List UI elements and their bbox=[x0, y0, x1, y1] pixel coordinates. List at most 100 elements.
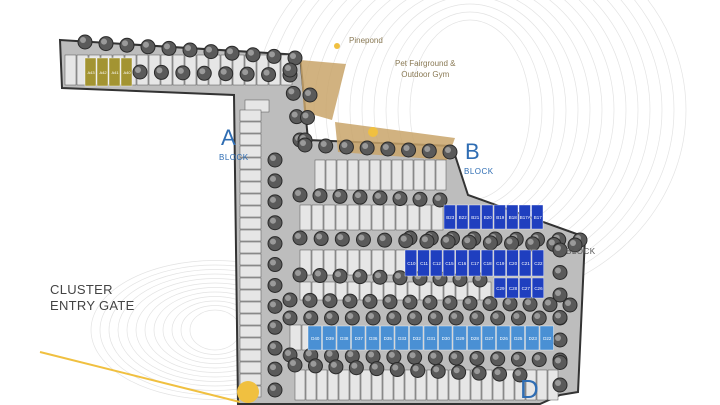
lot[interactable] bbox=[316, 369, 328, 401]
lot-c26[interactable] bbox=[531, 277, 544, 299]
lot-b21[interactable] bbox=[468, 204, 481, 230]
lot[interactable] bbox=[294, 369, 306, 401]
lot[interactable] bbox=[395, 204, 408, 231]
lot[interactable] bbox=[383, 249, 396, 276]
lot-c10[interactable] bbox=[404, 249, 417, 277]
lot[interactable] bbox=[239, 253, 262, 266]
lot-c15[interactable] bbox=[442, 249, 456, 277]
lot-d23[interactable] bbox=[525, 325, 540, 351]
lot[interactable] bbox=[431, 204, 444, 231]
lot-d35[interactable] bbox=[380, 325, 395, 351]
lot-d27[interactable] bbox=[481, 325, 496, 351]
lot-d26[interactable] bbox=[496, 325, 511, 351]
lot[interactable] bbox=[239, 109, 262, 122]
lot-d31[interactable] bbox=[423, 325, 438, 351]
lot-a40[interactable] bbox=[120, 57, 133, 87]
lot[interactable] bbox=[360, 369, 372, 401]
lot-d38[interactable] bbox=[336, 325, 351, 351]
lot[interactable] bbox=[391, 159, 403, 191]
lot-c21[interactable] bbox=[519, 249, 532, 277]
lot[interactable] bbox=[419, 204, 432, 231]
lot[interactable] bbox=[239, 145, 262, 158]
lot[interactable] bbox=[336, 159, 348, 191]
lot[interactable] bbox=[239, 289, 262, 302]
lot[interactable] bbox=[239, 361, 262, 374]
lot-d29[interactable] bbox=[452, 325, 467, 351]
lot[interactable] bbox=[64, 54, 77, 86]
lot[interactable] bbox=[359, 204, 372, 231]
lot-c18[interactable] bbox=[481, 249, 494, 277]
lot-d36[interactable] bbox=[365, 325, 380, 351]
lot[interactable] bbox=[239, 121, 262, 134]
lot-d39[interactable] bbox=[322, 325, 337, 351]
lot[interactable] bbox=[404, 369, 416, 401]
lot-c22[interactable] bbox=[531, 249, 544, 277]
lot-c11[interactable] bbox=[417, 249, 430, 277]
lot-c16[interactable] bbox=[455, 249, 468, 277]
lot[interactable] bbox=[239, 277, 262, 290]
lot[interactable] bbox=[380, 159, 392, 191]
lot-b18[interactable] bbox=[506, 204, 519, 230]
lot-d30[interactable] bbox=[438, 325, 453, 351]
lot[interactable] bbox=[239, 265, 262, 278]
lot[interactable] bbox=[239, 313, 262, 326]
lot[interactable] bbox=[407, 204, 420, 231]
lot[interactable] bbox=[347, 204, 360, 231]
lot-d40[interactable] bbox=[307, 325, 322, 351]
lot[interactable] bbox=[323, 204, 336, 231]
lot[interactable] bbox=[314, 159, 326, 191]
lot[interactable] bbox=[413, 159, 425, 191]
lot-c12[interactable] bbox=[430, 249, 443, 277]
lot[interactable] bbox=[289, 324, 302, 351]
lot[interactable] bbox=[239, 301, 262, 314]
lot-c20[interactable] bbox=[506, 249, 519, 277]
lot[interactable] bbox=[536, 369, 548, 401]
lot-a41[interactable] bbox=[108, 57, 121, 87]
lot-b23[interactable] bbox=[443, 204, 456, 230]
lot[interactable] bbox=[239, 337, 262, 350]
lot[interactable] bbox=[239, 181, 262, 194]
lot-c29[interactable] bbox=[493, 277, 506, 299]
lot[interactable] bbox=[239, 241, 262, 254]
lot[interactable] bbox=[239, 217, 262, 230]
lot[interactable] bbox=[383, 204, 396, 231]
lot[interactable] bbox=[239, 157, 262, 170]
lot[interactable] bbox=[239, 193, 262, 206]
lot[interactable] bbox=[239, 229, 262, 242]
lot[interactable] bbox=[481, 369, 493, 401]
lot[interactable] bbox=[402, 159, 414, 191]
lot-b22[interactable] bbox=[456, 204, 469, 230]
lot-b19[interactable] bbox=[493, 204, 506, 230]
lot[interactable] bbox=[239, 169, 262, 182]
lot-d32[interactable] bbox=[409, 325, 424, 351]
lot-c28[interactable] bbox=[506, 277, 519, 299]
lot[interactable] bbox=[424, 159, 436, 191]
lot[interactable] bbox=[239, 205, 262, 218]
lot-b20[interactable] bbox=[481, 204, 494, 230]
lot[interactable] bbox=[311, 204, 324, 231]
lot-d28[interactable] bbox=[467, 325, 482, 351]
lot[interactable] bbox=[239, 325, 262, 338]
lot-d37[interactable] bbox=[351, 325, 366, 351]
lot[interactable] bbox=[338, 369, 350, 401]
lot[interactable] bbox=[299, 204, 312, 231]
lot[interactable] bbox=[358, 159, 370, 191]
lot[interactable] bbox=[382, 369, 394, 401]
lot[interactable] bbox=[525, 369, 537, 401]
lot-d33[interactable] bbox=[394, 325, 409, 351]
lot[interactable] bbox=[369, 159, 381, 191]
lot[interactable] bbox=[327, 369, 339, 401]
lot-b17a[interactable] bbox=[518, 204, 531, 230]
lot[interactable] bbox=[371, 204, 384, 231]
lot-a42[interactable] bbox=[96, 57, 109, 87]
lot[interactable] bbox=[435, 159, 447, 191]
lot-b17[interactable] bbox=[531, 204, 544, 230]
lot-c17[interactable] bbox=[468, 249, 481, 277]
lot[interactable] bbox=[323, 249, 336, 276]
lot[interactable] bbox=[503, 369, 515, 401]
lot[interactable] bbox=[239, 349, 262, 362]
lot[interactable] bbox=[305, 369, 317, 401]
lot[interactable] bbox=[335, 204, 348, 231]
lot-d22[interactable] bbox=[539, 325, 554, 351]
lot[interactable] bbox=[325, 159, 337, 191]
